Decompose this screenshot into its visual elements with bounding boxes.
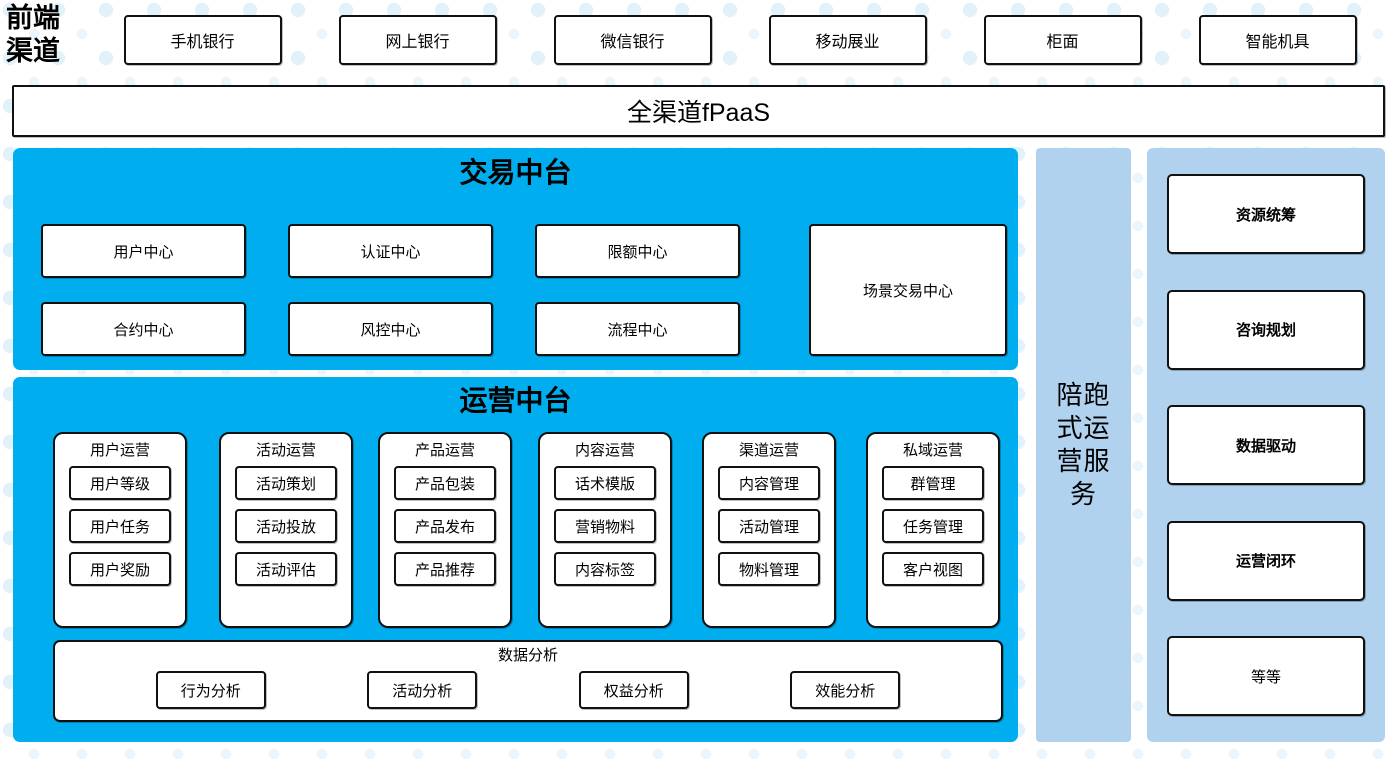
ops-column-heading: 活动运营 — [255, 442, 316, 459]
channel-cell: 柜面 — [955, 14, 1170, 66]
ops-column-product-operations: 产品运营 产品包装 产品发布 产品推荐 — [378, 432, 512, 628]
trade-item-contract-center[interactable]: 合约中心 — [41, 302, 246, 356]
ops-column-user-operations: 用户运营 用户等级 用户任务 用户奖励 — [53, 432, 187, 628]
channel-cell: 微信银行 — [525, 14, 740, 66]
ops-item-product-release[interactable]: 产品发布 — [394, 509, 496, 543]
ops-platform-title: 运营中台 — [459, 386, 572, 417]
ops-item-user-reward[interactable]: 用户奖励 — [69, 552, 171, 586]
service-item-consulting-planning[interactable]: 咨询规划 — [1167, 289, 1365, 370]
analysis-item-efficiency[interactable]: 效能分析 — [790, 671, 901, 709]
data-analysis-title: 数据分析 — [497, 647, 558, 664]
ops-item-product-recommendation[interactable]: 产品推荐 — [394, 552, 496, 586]
trade-item-user-center[interactable]: 用户中心 — [41, 224, 246, 278]
channel-item-online-bank[interactable]: 网上银行 — [338, 15, 497, 65]
ops-item-task-management[interactable]: 任务管理 — [882, 509, 984, 543]
trade-item-scene-transaction-center[interactable]: 场景交易中心 — [809, 224, 1007, 356]
channel-cell: 网上银行 — [310, 14, 525, 66]
companion-operation-service-label: 陪跑式运营服务 — [1056, 381, 1111, 509]
ops-item-campaign-management[interactable]: 活动管理 — [718, 509, 820, 543]
ops-column-heading: 用户运营 — [89, 442, 150, 459]
ops-item-customer-view[interactable]: 客户视图 — [882, 552, 984, 586]
analysis-item-benefit[interactable]: 权益分析 — [578, 671, 689, 709]
trade-item-limit-center[interactable]: 限额中心 — [535, 224, 740, 278]
data-analysis-items: 行为分析 活动分析 权益分析 效能分析 — [55, 671, 1001, 709]
channel-row: 手机银行 网上银行 微信银行 移动展业 柜面 智能机具 — [95, 14, 1385, 66]
ops-item-campaign-planning[interactable]: 活动策划 — [235, 466, 337, 500]
ops-item-campaign-evaluation[interactable]: 活动评估 — [235, 552, 337, 586]
ops-columns: 用户运营 用户等级 用户任务 用户奖励 活动运营 活动策划 活动投放 活动评估 … — [41, 432, 1000, 629]
trade-platform-grid: 用户中心 合约中心 认证中心 风控中心 限额中心 流程中心 场景交易中心 — [41, 224, 1007, 356]
channel-cell: 移动展业 — [740, 14, 955, 66]
ops-item-group-management[interactable]: 群管理 — [882, 466, 984, 500]
service-item-operation-closed-loop[interactable]: 运营闭环 — [1167, 520, 1365, 601]
ops-item-script-template[interactable]: 话术模版 — [554, 466, 656, 500]
ops-column-campaign-operations: 活动运营 活动策划 活动投放 活动评估 — [219, 432, 353, 628]
ops-item-material-management[interactable]: 物料管理 — [718, 552, 820, 586]
ops-item-content-tag[interactable]: 内容标签 — [554, 552, 656, 586]
data-analysis-section: 数据分析 行为分析 活动分析 权益分析 效能分析 — [53, 640, 1003, 722]
ops-item-campaign-delivery[interactable]: 活动投放 — [235, 509, 337, 543]
trade-column: 用户中心 合约中心 — [41, 224, 246, 356]
frontend-channel-label-line2: 渠道 — [6, 36, 60, 66]
channel-item-wechat-bank[interactable]: 微信银行 — [553, 15, 712, 65]
ops-item-content-management[interactable]: 内容管理 — [718, 466, 820, 500]
trade-item-risk-center[interactable]: 风控中心 — [288, 302, 493, 356]
trade-platform-panel: 交易中台 用户中心 合约中心 认证中心 风控中心 限额中心 流程中心 场景交易中… — [13, 148, 1018, 370]
ops-column-channel-operations: 渠道运营 内容管理 活动管理 物料管理 — [702, 432, 836, 628]
trade-item-process-center[interactable]: 流程中心 — [535, 302, 740, 356]
analysis-item-campaign[interactable]: 活动分析 — [367, 671, 478, 709]
ops-column-heading: 私域运营 — [902, 442, 963, 459]
channel-cell: 智能机具 — [1170, 14, 1385, 66]
analysis-item-behavior[interactable]: 行为分析 — [155, 671, 266, 709]
trade-item-auth-center[interactable]: 认证中心 — [288, 224, 493, 278]
service-item-data-driven[interactable]: 数据驱动 — [1167, 405, 1365, 485]
ops-platform-panel: 运营中台 用户运营 用户等级 用户任务 用户奖励 活动运营 活动策划 活动投放 … — [13, 377, 1018, 742]
channel-cell: 手机银行 — [95, 14, 310, 66]
ops-item-user-task[interactable]: 用户任务 — [69, 509, 171, 543]
ops-column-private-domain-operations: 私域运营 群管理 任务管理 客户视图 — [866, 432, 1000, 628]
trade-column: 限额中心 流程中心 — [535, 224, 740, 356]
companion-operation-service-column: 陪跑式运营服务 — [1036, 148, 1131, 742]
channel-item-mobile-bank[interactable]: 手机银行 — [123, 15, 282, 65]
service-item-resource-coordination[interactable]: 资源统筹 — [1167, 174, 1365, 254]
channel-item-counter[interactable]: 柜面 — [983, 15, 1142, 65]
frontend-channel-label: 前端 渠道 — [6, 2, 88, 68]
trade-platform-title: 交易中台 — [459, 158, 572, 189]
service-capability-panel: 资源统筹 咨询规划 数据驱动 运营闭环 等等 — [1147, 148, 1385, 742]
ops-column-heading: 渠道运营 — [738, 442, 799, 459]
trade-column: 认证中心 风控中心 — [288, 224, 493, 356]
frontend-channel-label-line1: 前端 — [6, 3, 60, 33]
ops-item-user-level[interactable]: 用户等级 — [69, 466, 171, 500]
channel-item-smart-machine[interactable]: 智能机具 — [1198, 15, 1357, 65]
ops-column-content-operations: 内容运营 话术模版 营销物料 内容标签 — [538, 432, 672, 628]
fpaas-banner[interactable]: 全渠道fPaaS — [12, 85, 1385, 137]
ops-item-product-packaging[interactable]: 产品包装 — [394, 466, 496, 500]
service-item-etc[interactable]: 等等 — [1167, 636, 1365, 716]
ops-column-heading: 产品运营 — [414, 442, 475, 459]
ops-column-heading: 内容运营 — [574, 442, 635, 459]
channel-item-mobile-business[interactable]: 移动展业 — [768, 15, 927, 65]
ops-item-marketing-material[interactable]: 营销物料 — [554, 509, 656, 543]
